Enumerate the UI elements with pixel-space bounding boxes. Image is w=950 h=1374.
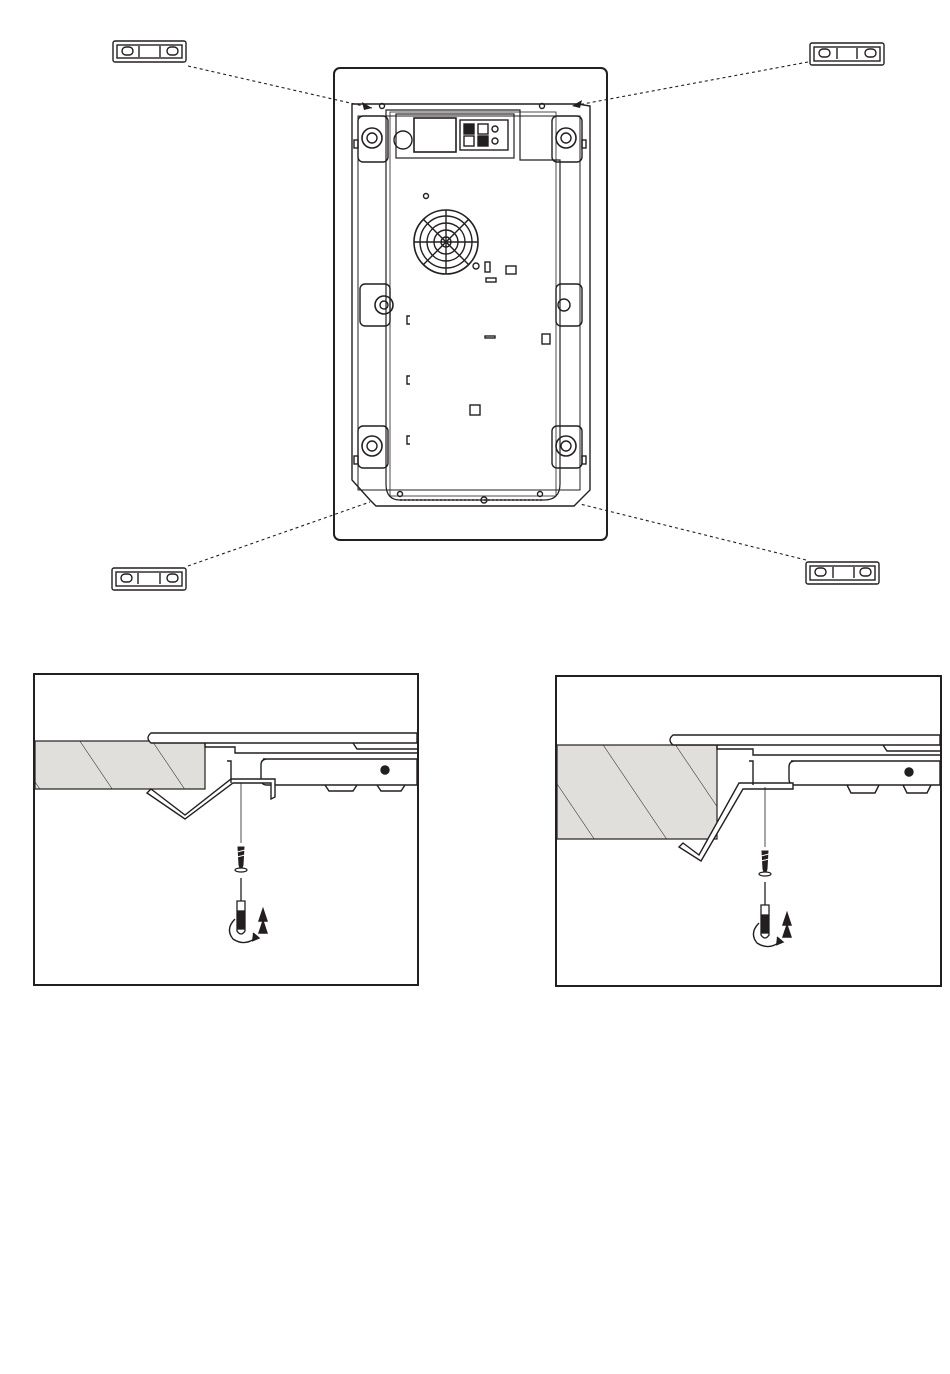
screwdriver-icon	[761, 882, 769, 938]
mounting-detail-thick-worktop	[555, 675, 942, 987]
mounting-section-icon	[35, 675, 417, 984]
mounting-foot	[358, 116, 388, 162]
electronics-board	[386, 110, 560, 500]
worktop-section	[557, 745, 717, 839]
mounting-foot	[552, 426, 582, 468]
fixing-bracket-icon	[113, 41, 186, 62]
screw-icon	[759, 851, 771, 876]
hob-housing-section	[261, 759, 417, 785]
mounting-foot	[360, 284, 393, 326]
clockwise-rotation-icon	[753, 913, 791, 947]
fixing-bracket-icon	[112, 568, 186, 590]
fixing-bracket-icon	[810, 43, 884, 65]
screw-icon	[235, 847, 247, 872]
hob-glass-edge	[670, 735, 940, 745]
worktop-section	[35, 741, 205, 789]
mounting-foot	[358, 426, 388, 468]
cooling-fan-icon	[414, 210, 478, 274]
mounting-section-icon	[557, 677, 940, 985]
mounting-foot	[552, 116, 582, 162]
hob-glass-edge	[148, 733, 417, 743]
clockwise-rotation-icon	[229, 909, 267, 943]
mounting-detail-thin-worktop	[33, 673, 419, 986]
screwdriver-icon	[237, 878, 245, 934]
fixing-bracket-icon	[806, 562, 879, 584]
hob-housing-section	[789, 761, 940, 785]
